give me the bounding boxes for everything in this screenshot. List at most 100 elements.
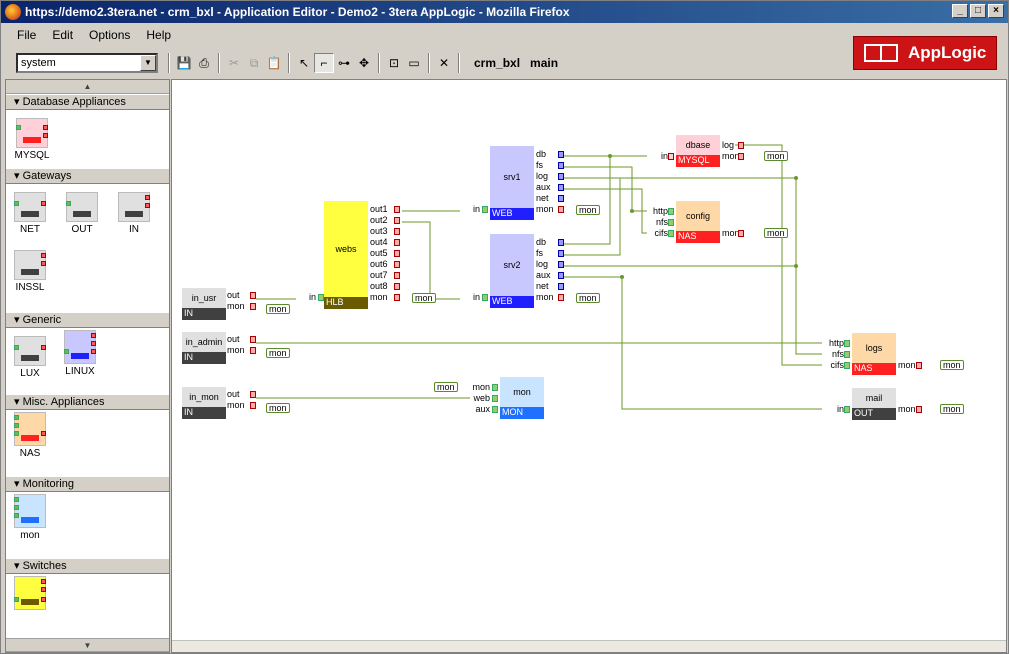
port-mon[interactable]: mon	[227, 400, 245, 410]
minimize-button[interactable]: _	[952, 4, 968, 18]
maximize-button[interactable]: □	[970, 4, 986, 18]
catalog-select[interactable]: system ▼	[16, 53, 158, 73]
port-fs[interactable]: fs	[536, 160, 544, 170]
palette-item-lux[interactable]: LUX	[10, 336, 50, 379]
menu-options[interactable]: Options	[89, 28, 131, 42]
category-misc[interactable]: ▾ Misc. Appliances	[6, 394, 169, 410]
category-gateways[interactable]: ▾ Gateways	[6, 168, 169, 184]
category-monitoring[interactable]: ▾ Monitoring	[6, 476, 169, 492]
port-log[interactable]: log	[536, 259, 549, 269]
connect-tool-icon[interactable]: ⌐	[314, 53, 334, 73]
palette-item-mon[interactable]: mon	[10, 494, 50, 541]
port-mon[interactable]: mon	[227, 345, 245, 355]
window-icon[interactable]: ▭	[408, 56, 420, 70]
category-switches[interactable]: ▾ Switches	[6, 558, 169, 574]
port-mon[interactable]: mon	[898, 404, 916, 414]
menu-edit[interactable]: Edit	[52, 28, 74, 42]
port-out[interactable]: out	[227, 389, 240, 399]
port-mon[interactable]: mon	[722, 151, 740, 161]
copy-icon[interactable]: ⧉	[249, 55, 259, 70]
palette-item-net[interactable]: NET	[10, 192, 50, 235]
select-tool-icon[interactable]: ↖	[298, 56, 310, 70]
component-in-mon[interactable]: in_mon IN out mon	[182, 387, 256, 421]
port-aux[interactable]: aux	[536, 270, 551, 280]
component-mon[interactable]: mon web aux mon MON	[468, 377, 548, 421]
palette-item-label: NAS	[19, 448, 41, 459]
port-out[interactable]: out	[227, 290, 240, 300]
port-out6[interactable]: out6	[370, 259, 388, 269]
port-http[interactable]: http	[828, 338, 844, 348]
paste-icon[interactable]: 📋	[266, 56, 282, 70]
port-out3[interactable]: out3	[370, 226, 388, 236]
close-button[interactable]: ×	[988, 4, 1004, 18]
port-in[interactable]: in	[308, 292, 316, 302]
component-dbase[interactable]: in dbase MYSQL log mon	[646, 135, 744, 169]
menu-file[interactable]: File	[17, 28, 37, 42]
palette-item-linux[interactable]: LINUX	[60, 330, 100, 377]
port-mon[interactable]: mon	[370, 292, 388, 302]
component-mail[interactable]: in mail OUT mon	[822, 388, 924, 422]
port-log[interactable]: log	[722, 140, 735, 150]
port-mon[interactable]: mon	[472, 382, 490, 392]
category-generic[interactable]: ▾ Generic	[6, 312, 169, 328]
category-label: Gateways	[22, 170, 72, 182]
port-aux[interactable]: aux	[475, 404, 490, 414]
horizontal-scrollbar[interactable]	[172, 640, 1006, 652]
port-out2[interactable]: out2	[370, 215, 388, 225]
menu-help[interactable]: Help	[146, 28, 172, 42]
assembly-canvas[interactable]: in_usr IN out mon mon in_admin IN out mo…	[171, 79, 1007, 653]
port-out1[interactable]: out1	[370, 204, 388, 214]
port-out5[interactable]: out5	[370, 248, 388, 258]
port-out7[interactable]: out7	[370, 270, 388, 280]
port-mon[interactable]: mon	[536, 204, 554, 214]
component-in-admin[interactable]: in_admin IN out mon	[182, 332, 256, 366]
category-database[interactable]: ▾ Database Appliances	[6, 94, 169, 110]
component-srv1[interactable]: in srv1 WEB db fs log aux net mon	[458, 146, 568, 226]
scroll-up-icon[interactable]: ▲	[6, 80, 169, 94]
monitor-icon[interactable]: ⊡	[388, 56, 400, 70]
port-http[interactable]: http	[652, 206, 668, 216]
port-mon[interactable]: mon	[898, 360, 916, 370]
port-cifs[interactable]: cifs	[654, 228, 669, 238]
port-out8[interactable]: out8	[370, 281, 388, 291]
port-db[interactable]: db	[536, 149, 547, 159]
palette-item-in[interactable]: IN	[114, 192, 154, 235]
port-mon[interactable]: mon	[536, 292, 554, 302]
save-icon[interactable]: 💾	[176, 56, 192, 70]
print-icon[interactable]: ⎙	[199, 55, 209, 70]
port-fs[interactable]: fs	[536, 248, 544, 258]
component-srv2[interactable]: in srv2 WEB db fs log aux net mon	[458, 234, 568, 314]
port-in[interactable]: in	[660, 151, 668, 161]
chevron-down-icon[interactable]: ▼	[140, 55, 156, 71]
port-mon[interactable]: mon	[227, 301, 245, 311]
port-aux[interactable]: aux	[536, 182, 551, 192]
port-log[interactable]: log	[536, 171, 549, 181]
port-db[interactable]: db	[536, 237, 547, 247]
port-cifs[interactable]: cifs	[830, 360, 845, 370]
palette-item-nas[interactable]: NAS	[10, 412, 50, 459]
port-in[interactable]: in	[836, 404, 844, 414]
port-net[interactable]: net	[536, 281, 549, 291]
port-in[interactable]: in	[472, 292, 480, 302]
component-logs[interactable]: http nfs cifs logs NAS mon	[822, 333, 924, 377]
component-config[interactable]: http nfs cifs config NAS mon	[646, 201, 746, 245]
port-out[interactable]: out	[227, 334, 240, 344]
port-web[interactable]: web	[473, 393, 490, 403]
port-net[interactable]: net	[536, 193, 549, 203]
delete-icon[interactable]: ✕	[438, 56, 450, 70]
port-in[interactable]: in	[472, 204, 480, 214]
port-nfs[interactable]: nfs	[831, 349, 844, 359]
palette-item-inssl[interactable]: INSSL	[10, 250, 50, 293]
wire-tool-icon[interactable]: ⊶	[338, 56, 350, 70]
palette-item-out[interactable]: OUT	[62, 192, 102, 235]
palette-item-mysql[interactable]: MYSQL	[12, 118, 52, 161]
port-nfs[interactable]: nfs	[655, 217, 668, 227]
move-tool-icon[interactable]: ✥	[358, 56, 370, 70]
port-out4[interactable]: out4	[370, 237, 388, 247]
palette-item-switch[interactable]	[10, 576, 50, 612]
port-mon[interactable]: mon	[722, 228, 740, 238]
component-in-usr[interactable]: in_usr IN out mon	[182, 288, 256, 322]
cut-icon[interactable]: ✂	[228, 56, 240, 70]
component-webs[interactable]: in webs HLB out1 out2 out3 out4 out5 out…	[294, 201, 404, 313]
scroll-down-icon[interactable]: ▼	[6, 638, 169, 652]
